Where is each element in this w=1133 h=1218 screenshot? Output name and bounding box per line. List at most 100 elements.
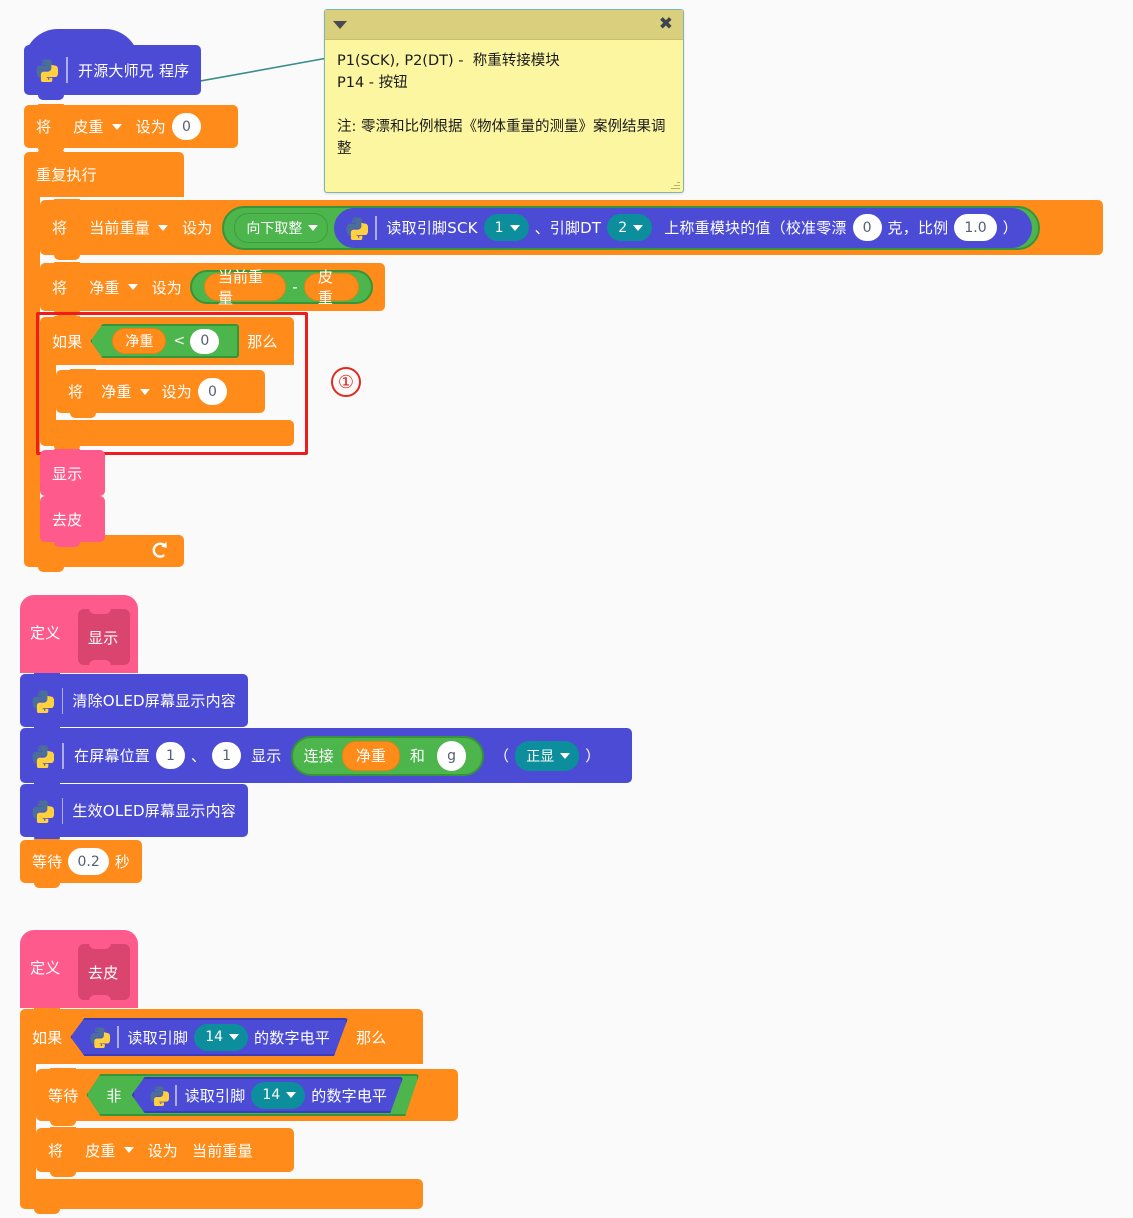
procedure-prototype-display[interactable]: 显示: [78, 608, 130, 666]
workspace-comment[interactable]: ✖ P1(SCK), P2(DT) - 称重转接模块 P14 - 按钮 注: 零…: [324, 9, 684, 193]
join-operator[interactable]: 连接 净重 和 g: [291, 735, 484, 776]
unit-label: 克，比例: [887, 219, 949, 237]
tare-if-foot[interactable]: [20, 1179, 423, 1214]
variable-name[interactable]: 皮重: [85, 1141, 116, 1160]
operand-b[interactable]: 皮重: [303, 268, 359, 307]
condition-variable[interactable]: 净重: [112, 328, 167, 354]
if-foot[interactable]: [40, 420, 294, 451]
procedure-name: 去皮: [88, 964, 119, 982]
forever-block[interactable]: 重复执行: [24, 151, 184, 197]
variable-name[interactable]: 净重: [101, 383, 132, 401]
if-keyword: 如果: [32, 1028, 63, 1047]
join-operand-a[interactable]: 净重: [341, 740, 400, 771]
python-icon: [36, 59, 58, 82]
loop-arrow-icon: [152, 541, 167, 558]
pin-dropdown[interactable]: 14: [194, 1024, 248, 1051]
forever-label: 重复执行: [36, 166, 97, 184]
not-operator[interactable]: 非 读取引脚 14 的数字电平: [86, 1074, 419, 1116]
chevron-down-icon[interactable]: [111, 123, 122, 130]
paren-close: ）: [585, 747, 601, 765]
set-tare-current-block[interactable]: 将 皮重 设为 当前重量: [36, 1127, 294, 1177]
divider: [117, 1026, 119, 1048]
chevron-down-icon[interactable]: [158, 224, 169, 231]
value-variable[interactable]: 当前重量: [192, 1141, 253, 1160]
hat-block-program[interactable]: 开源大师兄 程序: [24, 29, 201, 100]
procedure-prototype-tare[interactable]: 去皮: [78, 943, 130, 1001]
divider: [62, 742, 64, 769]
chevron-down-icon[interactable]: [139, 388, 150, 395]
value-input[interactable]: 0: [198, 378, 227, 405]
read-pin-boolean-2[interactable]: 读取引脚 14 的数字电平: [132, 1077, 404, 1113]
wait-block[interactable]: 等待 0.2 秒: [20, 839, 142, 888]
read-pin-prefix: 读取引脚: [184, 1086, 246, 1105]
set-tare-block[interactable]: 将 皮重 设为 0: [24, 104, 238, 153]
pin-dropdown[interactable]: 14: [251, 1082, 305, 1109]
wait-seconds-input[interactable]: 0.2: [68, 848, 109, 875]
join-operand-b[interactable]: g: [437, 740, 466, 771]
wait-until-block[interactable]: 等待 非 读取引脚 14 的数字电平: [36, 1068, 458, 1126]
set-current-weight-block[interactable]: 将 当前重量 设为 向下取整 读取引脚SCK 1 、引脚DT: [40, 199, 1103, 260]
read-prefix: 读取引脚SCK: [386, 219, 478, 237]
resize-handle[interactable]: [671, 180, 680, 189]
define-tare-hat[interactable]: 定义 去皮: [20, 930, 138, 1013]
comment-header[interactable]: ✖: [325, 10, 683, 40]
to-keyword: 设为: [161, 383, 193, 401]
minus-sign: -: [292, 278, 298, 296]
set-net-zero-block[interactable]: 将 净重 设为 0: [56, 369, 265, 418]
subtraction-operator[interactable]: 当前重量 - 皮重: [190, 268, 373, 307]
define-display-hat[interactable]: 定义 显示: [20, 595, 138, 678]
set-net-weight-block[interactable]: 将 净重 设为 当前重量 - 皮重: [40, 262, 385, 316]
tare-if-block[interactable]: 如果 读取引脚 14 的数字电平 那么: [20, 1008, 423, 1064]
variable-name[interactable]: 皮重: [73, 118, 104, 136]
clear-oled-block[interactable]: 清除OLED屏幕显示内容: [20, 673, 248, 732]
show-prefix: 在屏幕位置: [74, 747, 151, 765]
hat-label: 开源大师兄 程序: [78, 61, 190, 80]
value-input[interactable]: 0: [172, 113, 201, 140]
call-tare-block[interactable]: 去皮: [40, 495, 105, 547]
refresh-oled-label: 生效OLED屏幕显示内容: [72, 802, 236, 820]
close-icon[interactable]: ✖: [658, 14, 673, 34]
variable-name[interactable]: 净重: [89, 278, 120, 297]
set-keyword: 将: [68, 383, 84, 401]
refresh-oled-block[interactable]: 生效OLED屏幕显示内容: [20, 783, 248, 842]
if-block[interactable]: 如果 净重 < 0 那么: [40, 316, 294, 365]
divider: [375, 215, 378, 240]
triangle-down-icon[interactable]: [333, 20, 347, 29]
call-display-block[interactable]: 显示: [40, 449, 105, 501]
then-keyword: 那么: [356, 1028, 387, 1047]
condition-value[interactable]: 0: [190, 328, 220, 354]
python-icon: [32, 800, 54, 823]
python-icon: [88, 1026, 110, 1048]
read-pin-boolean-1[interactable]: 读取引脚 14 的数字电平: [70, 1018, 348, 1056]
set-keyword: 将: [48, 1141, 64, 1160]
round-down-operator[interactable]: 向下取整 读取引脚SCK 1 、引脚DT 2 上称重模块的值（校准零漂 0: [222, 205, 1040, 250]
set-keyword: 将: [52, 278, 68, 297]
separator: 、: [190, 747, 207, 765]
read-weight-block[interactable]: 读取引脚SCK 1 、引脚DT 2 上称重模块的值（校准零漂 0 克，比例 1.…: [334, 207, 1032, 248]
chevron-down-icon[interactable]: [123, 1147, 134, 1153]
tare-if-spine: [20, 1064, 36, 1179]
operand-a[interactable]: 当前重量: [204, 268, 287, 307]
dt-pin-dropdown[interactable]: 2: [607, 214, 653, 241]
less-than-condition[interactable]: 净重 < 0: [90, 324, 240, 358]
round-mode-dropdown[interactable]: 向下取整: [234, 212, 329, 243]
forever-spine: [24, 197, 40, 535]
to-keyword: 设为: [135, 118, 167, 136]
x-position-input[interactable]: 1: [156, 742, 185, 769]
zero-drift-input[interactable]: 0: [852, 214, 882, 241]
not-label: 非: [106, 1086, 122, 1105]
chevron-down-icon[interactable]: [127, 284, 138, 290]
sck-pin-dropdown[interactable]: 1: [483, 214, 529, 241]
variable-name[interactable]: 当前重量: [89, 219, 151, 237]
set-keyword: 将: [52, 219, 68, 237]
show-at-position-block[interactable]: 在屏幕位置 1 、 1 显示 连接 净重 和 g （ 正显 ）: [20, 727, 632, 788]
to-keyword: 设为: [182, 219, 213, 237]
display-mode-dropdown[interactable]: 正显: [515, 740, 580, 771]
python-icon: [346, 217, 369, 240]
divider: [175, 1085, 177, 1106]
comment-text[interactable]: P1(SCK), P2(DT) - 称重转接模块 P14 - 按钮 注: 零漂和…: [337, 53, 666, 157]
y-position-input[interactable]: 1: [212, 742, 242, 769]
join-label: 连接: [303, 747, 334, 765]
ratio-input[interactable]: 1.0: [954, 214, 997, 241]
